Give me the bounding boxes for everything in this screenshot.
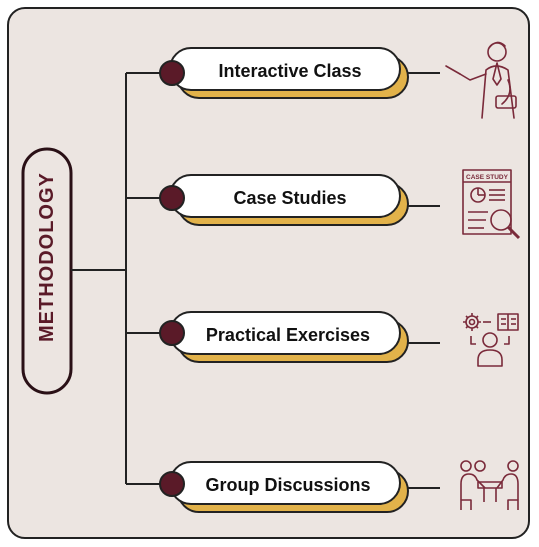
pill-case-studies (159, 174, 409, 226)
pill-group-discussions (159, 461, 409, 513)
case-study-icon-text: CASE STUDY (466, 174, 509, 181)
item-label-practical-exercises: Practical Exercises (205, 325, 371, 345)
group-meeting-icon (460, 460, 519, 510)
pill-interactive-class (159, 47, 409, 99)
item-label-case-studies: Case Studies (233, 188, 347, 208)
case-study-document-icon (462, 169, 521, 240)
item-label-group-discussions: Group Discussions (205, 475, 371, 495)
item-label-interactive-class: Interactive Class (218, 61, 362, 81)
root-label: METHODOLOGY (36, 172, 58, 342)
pill-practical-exercises (159, 311, 409, 363)
teacher-pointer-icon (445, 41, 517, 119)
person-gear-book-icon (463, 313, 519, 367)
